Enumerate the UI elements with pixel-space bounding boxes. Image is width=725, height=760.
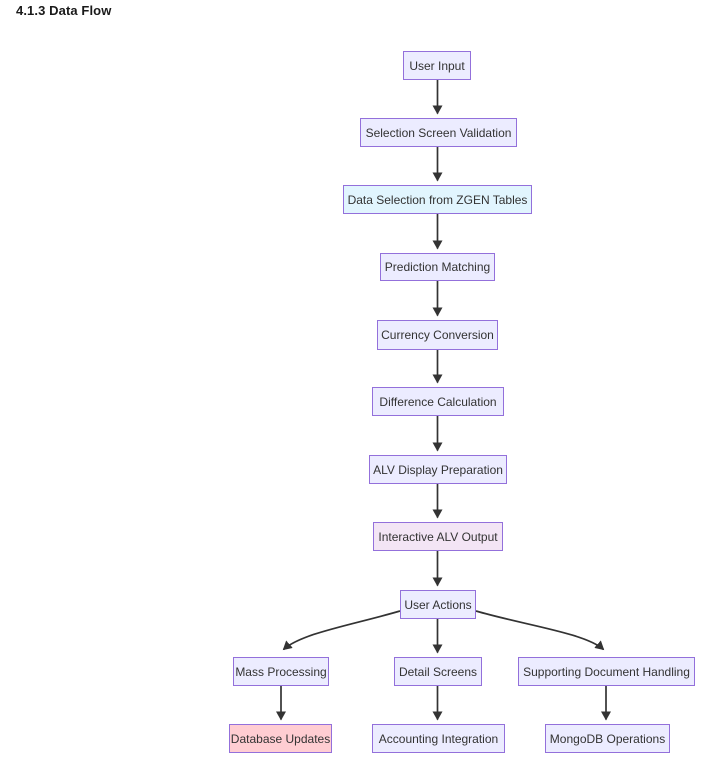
section-title: 4.1.3 Data Flow (16, 3, 112, 18)
node-prediction-matching: Prediction Matching (380, 253, 495, 281)
node-mass-processing: Mass Processing (233, 657, 329, 686)
node-detail-screens: Detail Screens (394, 657, 482, 686)
node-user-actions: User Actions (400, 590, 476, 619)
node-mongodb-operations: MongoDB Operations (545, 724, 670, 753)
node-interactive-alv-output: Interactive ALV Output (373, 522, 503, 551)
node-alv-display-preparation: ALV Display Preparation (369, 455, 507, 484)
node-accounting-integration: Accounting Integration (372, 724, 505, 753)
node-database-updates: Database Updates (229, 724, 332, 753)
node-selection-screen-validation: Selection Screen Validation (360, 118, 517, 147)
node-currency-conversion: Currency Conversion (377, 320, 498, 350)
node-data-selection-zgen: Data Selection from ZGEN Tables (343, 185, 532, 214)
edge-user-actions-to-supporting-document-handling (475, 610, 605, 651)
node-difference-calculation: Difference Calculation (372, 387, 504, 416)
edge-user-actions-to-mass-processing (282, 610, 401, 651)
node-user-input: User Input (403, 51, 471, 80)
node-supporting-document-handling: Supporting Document Handling (518, 657, 695, 686)
